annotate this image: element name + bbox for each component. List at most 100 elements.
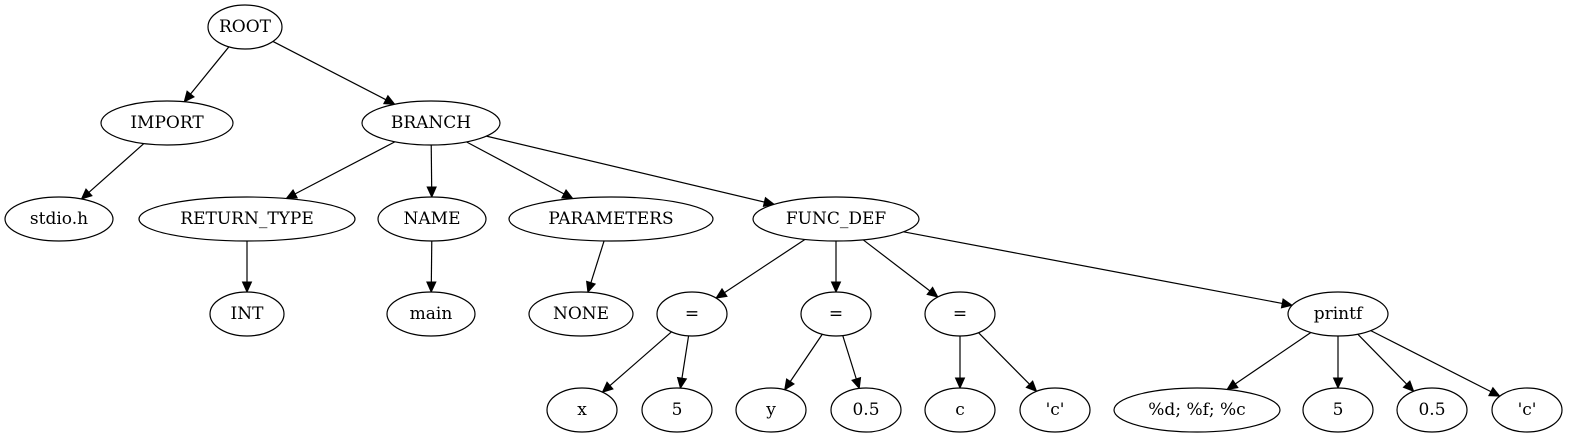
arrowhead-icon [762,196,776,208]
tree-node-root: ROOT [207,4,283,50]
arrowhead-icon [285,188,299,200]
tree-node-printf: printf [1287,291,1389,337]
node-label: 5 [672,400,683,420]
edge-line [272,40,387,101]
edge-line [724,238,806,294]
edge-branch-to-func_def [486,135,776,208]
node-label: 0.5 [852,400,879,420]
tree-node-none: NONE [528,291,634,337]
node-label: = [685,304,699,324]
arrowhead-icon [601,381,614,393]
node-label: 5 [1333,400,1344,420]
node-label: PARAMETERS [548,209,673,229]
arrowhead-icon [784,378,795,391]
tree-node-assign2: = [800,291,872,337]
edge-root-to-branch [272,40,396,105]
node-label: main [410,304,453,324]
tree-node-main: main [386,291,476,337]
node-ellipse [1302,387,1374,433]
edge-line [609,331,672,387]
tree-node-half2: 0.5 [1396,387,1468,433]
tree-node-five2: 5 [1302,387,1374,433]
arrowhead-icon [1332,377,1344,390]
tree-node-parameters: PARAMETERS [508,196,714,242]
node-ellipse [546,387,618,433]
tree-node-charc2: 'c' [1491,387,1563,433]
tree-node-half1: 0.5 [830,387,902,433]
arrowhead-icon [926,286,939,298]
tree-node-fmt: %d; %f; %c [1113,387,1281,433]
node-label: NONE [553,304,609,324]
arrowhead-icon [586,280,597,294]
tree-node-int: INT [209,291,285,337]
arrowhead-icon [80,188,93,200]
node-label: INT [231,304,265,324]
edge-return_type-to-int [241,241,253,294]
node-ellipse [656,291,728,337]
node-label: BRANCH [391,113,471,133]
edge-line [862,239,931,292]
arrowhead-icon [1280,298,1294,309]
edge-branch-to-name [426,144,437,199]
node-ellipse [752,196,920,242]
edge-assign3-to-c [954,336,966,390]
edge-line [294,141,396,195]
tree-node-return-type: RETURN_TYPE [138,196,356,242]
node-ellipse [209,291,285,337]
edge-line [190,46,230,95]
arrowhead-icon [851,376,862,390]
arrowhead-icon [183,90,195,103]
edge-line [789,333,823,382]
node-label: = [953,304,967,324]
node-ellipse [4,196,114,242]
edge-printf-to-half2 [1357,333,1415,393]
node-ellipse [361,100,501,146]
edge-parameters-to-none [586,240,605,294]
node-ellipse [508,196,714,242]
node-ellipse [924,291,996,337]
edge-assign1-to-five1 [676,335,690,390]
node-label: x [577,400,587,420]
edge-import-to-stdio [80,143,145,200]
edge-line [681,335,690,379]
edge-assign1-to-x [601,331,672,393]
edges-layer [80,40,1501,397]
edge-assign3-to-charc1 [978,332,1038,393]
node-label: 0.5 [1418,400,1445,420]
tree-node-c: c [924,387,996,433]
edge-line [466,141,565,195]
node-label: printf [1314,304,1364,324]
node-label: 'c' [1518,400,1537,420]
edge-printf-to-fmt [1226,331,1312,391]
edge-branch-to-return_type [285,141,396,200]
tree-node-name: NAME [377,196,487,242]
edge-line [1357,333,1408,385]
node-label: 'c' [1046,400,1065,420]
edge-line [978,332,1030,385]
edge-line [1370,330,1492,393]
node-ellipse [386,291,476,337]
arrowhead-icon [1402,380,1415,393]
arrowhead-icon [382,94,396,105]
node-label: RETURN_TYPE [180,209,313,229]
node-ellipse [528,291,634,337]
node-ellipse [1491,387,1563,433]
node-label: NAME [404,209,461,229]
arrowhead-icon [954,377,966,390]
node-ellipse [100,100,234,146]
edge-printf-to-charc2 [1370,330,1501,397]
node-label: stdio.h [30,209,88,229]
node-ellipse [138,196,356,242]
tree-node-branch: BRANCH [361,100,501,146]
edge-func_def-to-assign2 [830,241,842,294]
arrowhead-icon [830,281,842,294]
tree-node-assign1: = [656,291,728,337]
node-ellipse [207,4,283,50]
node-label: FUNC_DEF [786,209,887,229]
node-ellipse [641,387,713,433]
edge-line [590,240,605,283]
arrowhead-icon [676,376,688,390]
edge-func_def-to-assign3 [862,239,939,298]
